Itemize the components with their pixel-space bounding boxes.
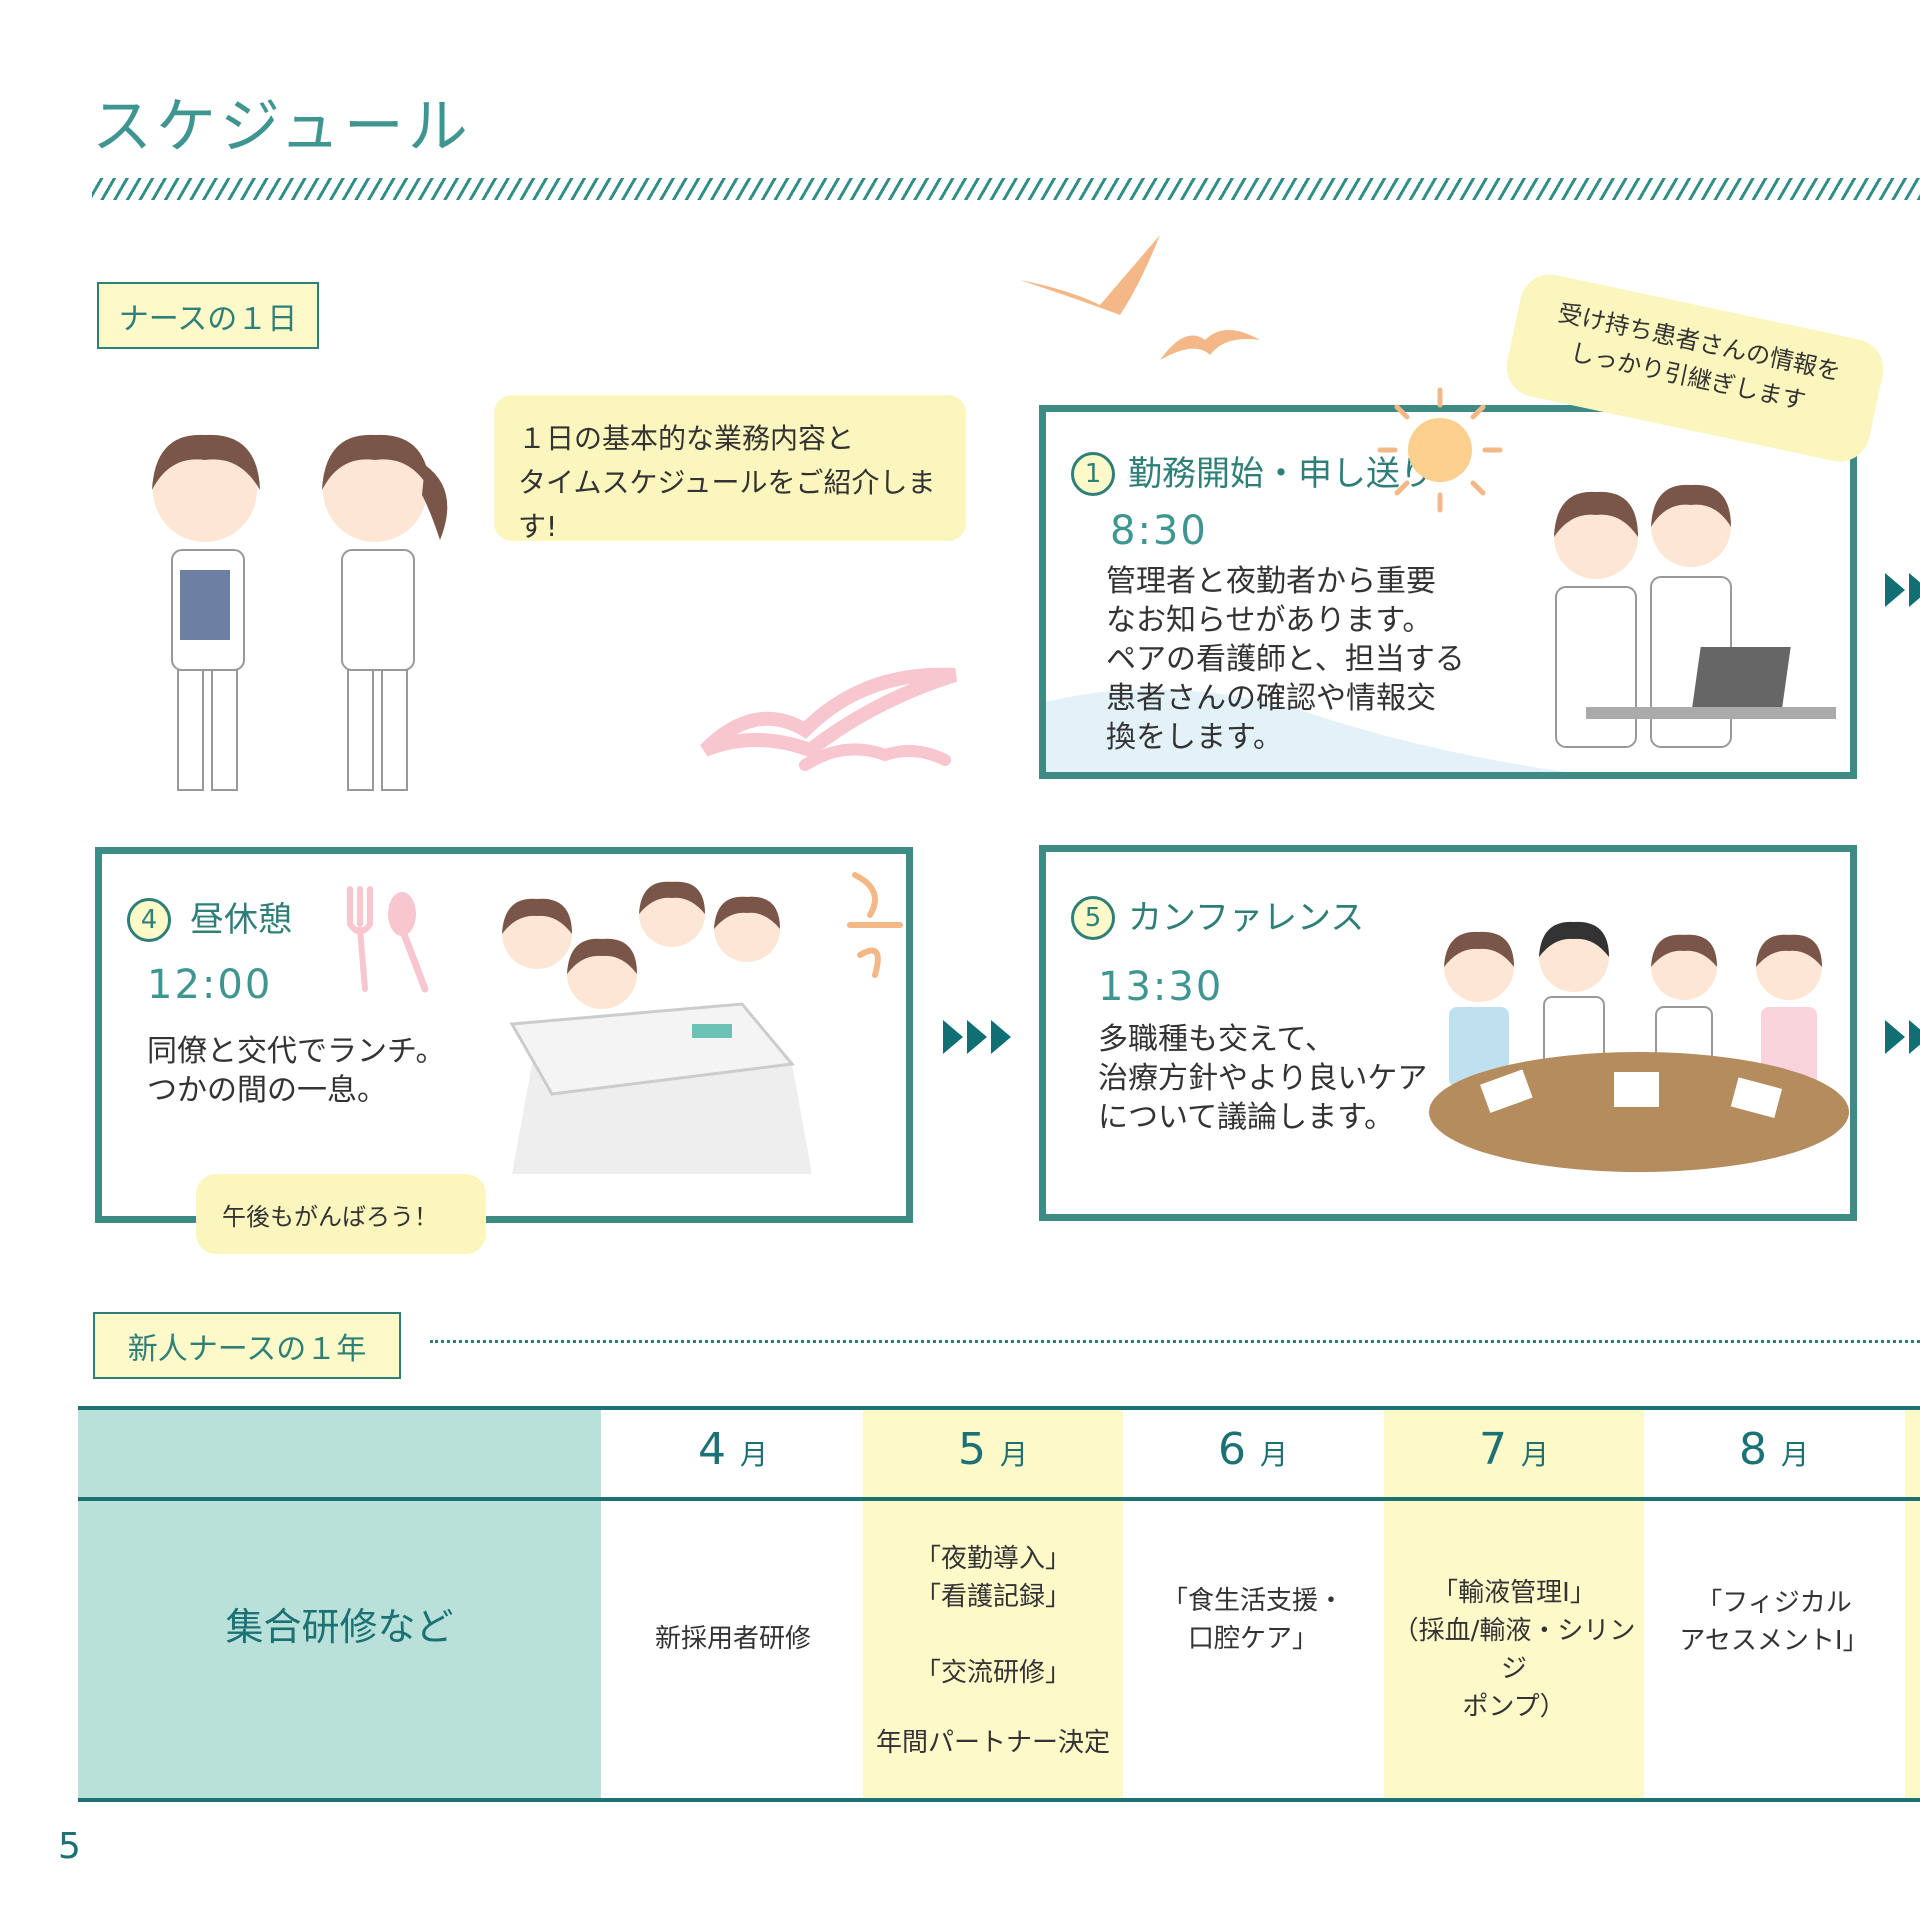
sun-illustration (1377, 387, 1503, 513)
pink-birds-illustration (700, 667, 958, 771)
desc-line: なお知らせがあります。 (1106, 603, 1433, 638)
birds-illustration (1020, 235, 1260, 360)
step-time: 8:30 (1110, 508, 1208, 554)
nurses-illustration (152, 434, 448, 791)
month-header: 5 月 (957, 1424, 1028, 1475)
month-header: 7 月 (1478, 1424, 1549, 1475)
step-card-conference: 5 カンファレンス 13:30 多職種も交えて、 治療方針やより良いケア につい… (1039, 845, 1857, 1221)
page-number: 5 (58, 1826, 81, 1867)
wave-decoration (1046, 689, 1566, 772)
next-arrow (1885, 573, 1920, 607)
step-card-handover: 1 勤務開始・申し送り 8:30 管理者と夜勤者から重要 なお知らせがあります。… (1039, 405, 1857, 779)
cell-item: ポンプ） (1462, 1692, 1566, 1722)
cell-item: 「交流研修」 (914, 1658, 1071, 1688)
highlight-column (863, 1410, 1123, 1798)
step-description: 管理者と夜勤者から重要 なお知らせがあります。 ペアの看護師と、担当する 患者さ… (1106, 562, 1465, 757)
table-cell: 「食生活支援・ 口腔ケア」 (1123, 1582, 1383, 1658)
cell-item: 口腔ケア」 (1187, 1624, 1318, 1654)
cell-item: アセスメントⅠ」 (1679, 1626, 1869, 1656)
desc-line: 同僚と交代でランチ。 (147, 1034, 446, 1069)
step-description: 多職種も交えて、 治療方針やより良いケア について議論します。 (1098, 1020, 1427, 1137)
intro-line: タイムスケジュールをご紹介します! (518, 466, 936, 543)
step-time: 13:30 (1098, 964, 1224, 1010)
laptop-nurses-illustration (1554, 484, 1836, 748)
cutlery-icon (347, 886, 429, 993)
table-border (78, 1406, 1920, 1410)
cell-item: （採血/輸液・シリンジ (1392, 1616, 1636, 1684)
conference-illustration (1429, 921, 1849, 1172)
cell-item: 「看護記録」 (914, 1582, 1071, 1612)
table-cell: 新採用者研修 (603, 1620, 863, 1658)
section-tag-day: ナースの１日 (97, 282, 319, 349)
step-title: 昼休憩 (190, 900, 292, 940)
table-cell: 「輸液管理Ⅰ」 （採血/輸液・シリンジ ポンプ） (1384, 1574, 1644, 1726)
step-card-lunch: 4 昼休憩 12:00 同僚と交代でランチ。 つかの間の一息。 (95, 847, 913, 1223)
month-header: 4 月 (697, 1424, 768, 1475)
cell-item: 「夜勤導入」 (914, 1544, 1071, 1574)
desc-line: 換をします。 (1106, 720, 1283, 755)
intro-line: １日の基本的な業務内容と (518, 422, 855, 455)
table-cell: 「夜勤導入」 「看護記録」 「交流研修」 年間パートナー決定 (863, 1540, 1123, 1762)
step-number: 5 (1071, 896, 1115, 940)
section-tag-year: 新人ナースの１年 (93, 1312, 401, 1379)
hatch-divider (92, 178, 1920, 200)
table-border (78, 1798, 1920, 1802)
step-time: 12:00 (147, 962, 273, 1008)
table-cell: 「フィジカル アセスメントⅠ」 (1644, 1584, 1904, 1660)
desc-line: について議論します。 (1098, 1100, 1395, 1135)
step-description: 同僚と交代でランチ。 つかの間の一息。 (147, 1032, 446, 1110)
lunch-speech-bubble: 午後もがんばろう！ (196, 1174, 486, 1254)
desc-line: つかの間の一息。 (147, 1073, 387, 1108)
intro-speech-bubble: １日の基本的な業務内容と タイムスケジュールをご紹介します! (494, 395, 966, 543)
desc-line: 多職種も交えて、 (1098, 1022, 1335, 1057)
cell-item: 年間パートナー決定 (875, 1728, 1110, 1758)
cell-item: 「フィジカル (1696, 1588, 1852, 1618)
table-border (78, 1497, 1920, 1501)
step-title: 勤務開始・申し送り (1128, 454, 1434, 494)
step-title: カンファレンス (1128, 898, 1365, 938)
desc-line: 管理者と夜勤者から重要 (1106, 564, 1436, 599)
cell-item: 新採用者研修 (654, 1624, 811, 1654)
dotted-divider (430, 1340, 1920, 1343)
desc-line: 患者さんの確認や情報交 (1106, 681, 1436, 716)
desc-line: ペアの看護師と、担当する (1106, 642, 1465, 677)
next-arrow (943, 1020, 1011, 1054)
month-header: 6 月 (1217, 1424, 1288, 1475)
month-header: 8 月 (1738, 1424, 1809, 1475)
cell-item: 「食生活支援・ (1161, 1586, 1344, 1616)
table-row-header (78, 1410, 601, 1798)
step-number: 4 (127, 898, 171, 942)
highlight-column (1905, 1410, 1920, 1798)
step-number: 1 (1071, 452, 1115, 496)
page-title: スケジュール (92, 92, 472, 162)
lunch-table-illustration (502, 881, 812, 1174)
cell-item: 「輸液管理Ⅰ」 (1432, 1578, 1596, 1608)
desc-line: 治療方針やより良いケア (1098, 1061, 1428, 1096)
next-arrow (1885, 1020, 1920, 1054)
orange-decoration (847, 872, 903, 978)
highlight-column (1384, 1410, 1644, 1798)
row-label: 集合研修など (225, 1605, 454, 1649)
